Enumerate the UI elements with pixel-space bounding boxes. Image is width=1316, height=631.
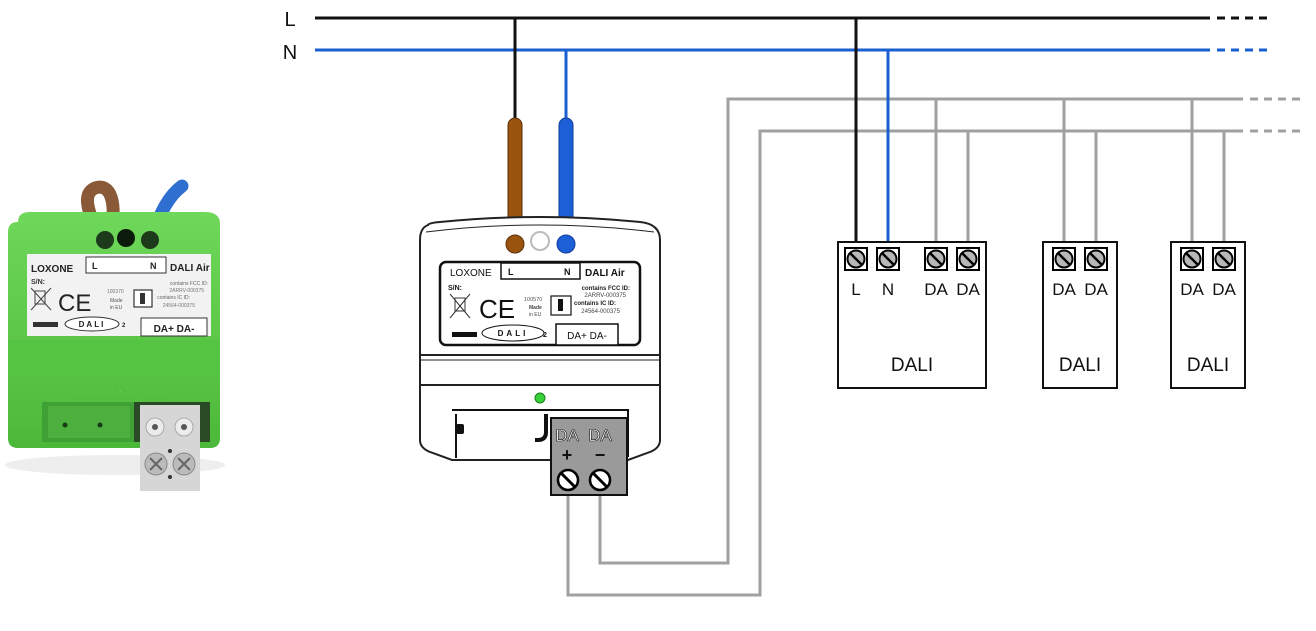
device-fcc-id: 2ARRV-000375: [584, 293, 626, 299]
device-ce-mark: CE: [479, 294, 515, 324]
device-terminal-n: N: [564, 267, 571, 277]
terminal-label: DA: [1052, 280, 1076, 299]
device-made-in: Made: [529, 305, 542, 311]
device-model: DALI Air: [585, 268, 625, 279]
photo-terminal-block: [140, 405, 200, 491]
manual-book-icon: [133, 289, 153, 308]
dali-device-3: DA DA DALI: [1170, 241, 1246, 389]
dali-device-1: L N DA DA DALI: [837, 241, 987, 389]
device-ic-id: 24564-000375: [581, 309, 620, 315]
dali-bus-a: [566, 129, 1305, 597]
svg-text:2: 2: [543, 332, 547, 339]
screw-terminal-icon: [923, 246, 949, 272]
screw-terminal-icon: [1051, 246, 1077, 272]
svg-text:DALI: DALI: [79, 320, 106, 329]
device-fcc-label: contains FCC ID:: [582, 286, 630, 292]
screw-terminal-icon: [1211, 246, 1237, 272]
photo-device: LOXONE L N DALI Air S/N: CE 100370 Made …: [5, 179, 225, 491]
screw-terminal-icon: [1179, 246, 1205, 272]
dali-device-title: DALI: [1187, 355, 1229, 376]
photo-ic-id: 24564-000375: [163, 303, 195, 309]
photo-made-in: Made: [110, 298, 123, 304]
screw-terminal-icon: [1083, 246, 1109, 272]
terminal-label: DA: [1212, 280, 1236, 299]
terminal-plus-sign: +: [562, 445, 573, 465]
device-sn: S/N:: [448, 285, 462, 292]
photo-model: DALI Air: [170, 263, 210, 274]
drawn-device: LOXONE L N DALI Air S/N: CE 100570 Made …: [419, 117, 661, 496]
svg-text:2: 2: [122, 323, 126, 329]
dali-device-title: DALI: [891, 355, 933, 376]
photo-ic-label: contains IC ID:: [157, 295, 190, 301]
screw-terminal-icon: [843, 246, 869, 272]
weee-bin-icon: [449, 293, 471, 319]
device-terminal-l: L: [508, 267, 514, 277]
terminal-minus-sign: −: [595, 445, 606, 465]
terminal-label: DA: [1180, 280, 1204, 299]
svg-text:DALI: DALI: [498, 329, 529, 338]
device-article-no: 100570: [524, 297, 542, 303]
photo-brand: LOXONE: [31, 264, 74, 275]
photo-terminal-l: L: [92, 261, 98, 271]
photo-dali-logo: DALI 2: [64, 316, 126, 332]
terminal-da-plus-label: DA: [555, 426, 579, 445]
terminal-label: DA: [924, 280, 948, 299]
terminal-label: DA: [956, 280, 980, 299]
screw-icon: [588, 468, 612, 492]
manual-book-icon: [550, 295, 572, 316]
photo-fcc-id: 2ARRV-000375: [169, 288, 204, 294]
dali-bus-b: [598, 97, 1305, 565]
screw-terminal-icon: [955, 246, 981, 272]
screw-terminal-icon: [875, 246, 901, 272]
status-led: [534, 392, 546, 404]
device-dali-logo: DALI 2: [481, 324, 547, 342]
dali-device-title: DALI: [1059, 355, 1101, 376]
weee-bin-icon: [30, 287, 52, 311]
photo-sn: S/N:: [31, 279, 45, 286]
photo-made-in-eu: in EU: [110, 305, 123, 311]
terminal-label: N: [882, 280, 894, 299]
device-da-label: DA+ DA-: [567, 331, 607, 342]
screw-icon: [556, 468, 580, 492]
device-brand: LOXONE: [450, 268, 492, 279]
bus-label-n: N: [283, 42, 297, 64]
device-terminal-block: DA DA + −: [550, 417, 628, 496]
photo-fcc-label: contains FCC ID:: [170, 281, 208, 287]
photo-terminal-n: N: [150, 261, 157, 271]
terminal-da-minus-label: DA: [588, 426, 612, 445]
photo-article-no: 100370: [107, 289, 124, 295]
photo-da-label: DA+ DA-: [154, 324, 195, 335]
photo-ce-mark: CE: [58, 290, 91, 317]
bus-label-l: L: [284, 9, 295, 31]
device-made-in-eu: in EU: [529, 312, 542, 318]
photo-housing-marks: GG WH • GN WH: [77, 386, 163, 398]
dali-drops: [934, 99, 1226, 245]
dali-device-2: DA DA DALI: [1042, 241, 1118, 389]
terminal-label: DA: [1084, 280, 1108, 299]
terminal-label: L: [851, 280, 860, 299]
device-ic-label: contains IC ID:: [574, 301, 616, 307]
